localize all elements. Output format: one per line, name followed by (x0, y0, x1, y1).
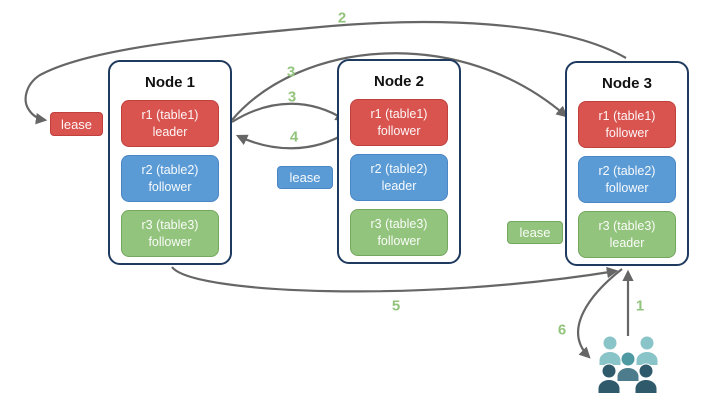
range-role: follower (148, 234, 192, 249)
range-role: leader (609, 235, 645, 250)
range-label: r2 (table2) (141, 162, 199, 177)
range-label: r1 (table1) (598, 108, 656, 123)
range-box-r2-follower: r2 (table2) follower (578, 156, 676, 203)
person-icon (635, 335, 659, 366)
arrow-step-3-replicate-to-node2 (231, 102, 347, 123)
step-label-4: 4 (289, 128, 299, 146)
step-label-3b: 3 (287, 88, 297, 106)
range-label: r1 (table1) (141, 107, 199, 122)
person-icon (598, 335, 622, 366)
range-box-r1-follower: r1 (table1) follower (578, 101, 676, 148)
range-role: follower (377, 123, 421, 138)
node-1: Node 1 r1 (table1) leader r2 (table2) follo… (108, 60, 232, 265)
range-label: r3 (table3) (598, 218, 656, 233)
person-icon (616, 351, 640, 382)
range-box-r3-follower: r3 (table3) follower (350, 209, 448, 256)
range-label: r2 (table2) (370, 161, 428, 176)
range-list: r1 (table1) follower r2 (table2) follower r3… (578, 101, 676, 258)
step-label-5: 5 (391, 297, 401, 315)
person-icon (597, 363, 621, 393)
range-label: r1 (table1) (370, 106, 428, 121)
range-role: follower (605, 125, 649, 140)
lease-badge-red: lease (50, 112, 103, 136)
range-box-r3-leader: r3 (table3) leader (578, 211, 676, 258)
range-role: follower (605, 180, 649, 195)
range-box-r1-leader: r1 (table1) leader (121, 100, 219, 147)
step-label-1: 1 (635, 297, 645, 315)
range-box-r3-follower: r3 (table3) follower (121, 210, 219, 257)
range-label: r3 (table3) (141, 217, 199, 232)
node-title: Node 3 (601, 75, 652, 92)
arrow-step-5-forward-to-node3 (171, 266, 619, 293)
range-role: follower (377, 233, 421, 248)
step-label-6: 6 (557, 321, 567, 339)
range-box-r2-leader: r2 (table2) leader (350, 154, 448, 201)
node-title: Node 1 (144, 74, 195, 91)
users-group-icon (597, 335, 659, 393)
range-role: follower (148, 179, 192, 194)
range-box-r2-follower: r2 (table2) follower (121, 155, 219, 202)
step-label-2: 2 (337, 9, 347, 27)
range-label: r2 (table2) (598, 163, 656, 178)
node-2: Node 2 r1 (table1) follower r2 (table2) lea… (337, 59, 461, 264)
range-role: leader (381, 178, 417, 193)
node-3: Node 3 r1 (table1) follower r2 (table2) fol… (565, 61, 689, 266)
range-label: r3 (table3) (370, 216, 428, 231)
range-role: leader (152, 124, 188, 139)
person-icon (634, 363, 658, 393)
range-list: r1 (table1) follower r2 (table2) leader r3 (… (350, 99, 448, 256)
step-label-3a: 3 (286, 63, 296, 81)
lease-badge-green: lease (507, 221, 563, 244)
lease-badge-blue: lease (277, 166, 333, 189)
range-box-r1-follower: r1 (table1) follower (350, 99, 448, 146)
node-title: Node 2 (373, 73, 424, 90)
